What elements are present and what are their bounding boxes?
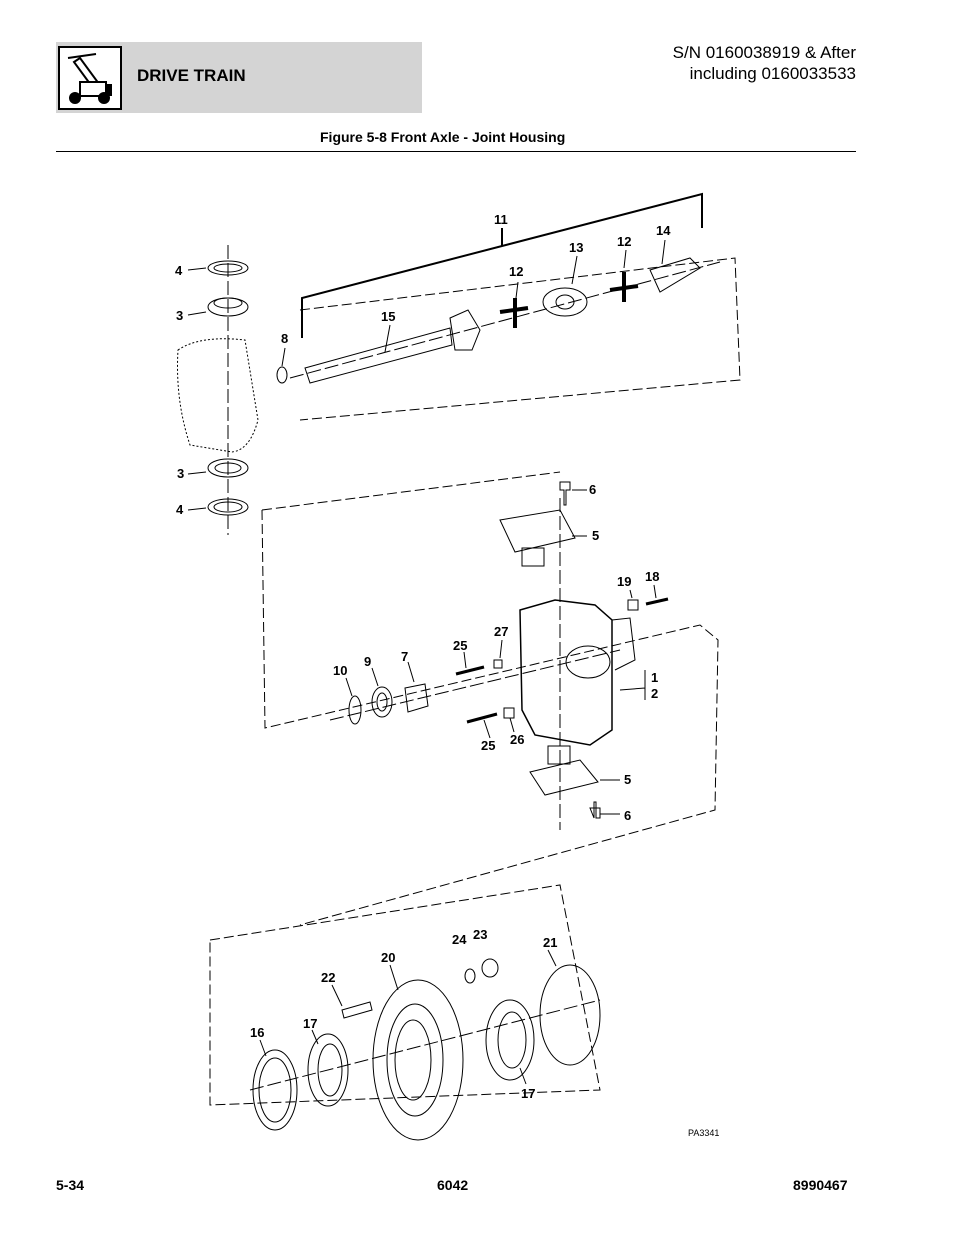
callout-8: 8 bbox=[281, 331, 288, 346]
callout-13: 13 bbox=[569, 240, 583, 255]
kingpin-cap-bottom-5 bbox=[529, 759, 599, 796]
bolt-6-top bbox=[559, 481, 571, 506]
header-rule bbox=[56, 151, 856, 152]
seal-4-top bbox=[207, 260, 249, 276]
callout-22: 22 bbox=[321, 970, 335, 985]
callout-17-left: 17 bbox=[303, 1016, 317, 1031]
axle-shaft-15 bbox=[304, 327, 453, 384]
callout-25-bottom: 25 bbox=[481, 738, 495, 753]
callout-4-bottom: 4 bbox=[176, 502, 184, 517]
callout-6-bottom: 6 bbox=[624, 808, 631, 823]
bushing-26 bbox=[503, 707, 515, 719]
page-number: 5-34 bbox=[56, 1177, 85, 1193]
screw-18 bbox=[645, 597, 669, 606]
housing-group-outline-top bbox=[261, 471, 561, 511]
callout-4-top: 4 bbox=[175, 263, 183, 278]
callout-23: 23 bbox=[473, 927, 487, 942]
bushing-7 bbox=[404, 683, 429, 713]
image-id: PA3341 bbox=[688, 1128, 719, 1138]
seal-16 bbox=[252, 1049, 298, 1131]
knuckle-outline bbox=[177, 338, 259, 453]
serial-line-1: S/N 0160038919 & After bbox=[672, 43, 856, 62]
serial-range: S/N 0160038919 & After including 0160033… bbox=[673, 42, 856, 84]
callout-12-left: 12 bbox=[509, 264, 523, 279]
bearing-17-right bbox=[485, 999, 535, 1081]
callout-5-bottom: 5 bbox=[624, 772, 631, 787]
seal-4-bottom bbox=[207, 498, 249, 516]
callout-14: 14 bbox=[656, 223, 671, 238]
callout-5-top: 5 bbox=[592, 528, 599, 543]
callout-17-right: 17 bbox=[521, 1086, 535, 1101]
callout-6-top: 6 bbox=[589, 482, 596, 497]
callout-9: 9 bbox=[364, 654, 371, 669]
center-yoke-13 bbox=[542, 287, 588, 317]
callout-10: 10 bbox=[333, 663, 347, 678]
bearing-3-bottom bbox=[207, 458, 249, 478]
joint-housing-1 bbox=[519, 599, 613, 746]
washer-24 bbox=[464, 968, 476, 984]
bolt-6-bottom bbox=[589, 801, 601, 819]
callout-18: 18 bbox=[645, 569, 659, 584]
callout-3-bottom: 3 bbox=[177, 466, 184, 481]
callout-11: 11 bbox=[494, 212, 508, 227]
section-title: DRIVE TRAIN bbox=[137, 66, 246, 85]
callout-20: 20 bbox=[381, 950, 395, 965]
model-number: 6042 bbox=[437, 1177, 469, 1193]
callout-27: 27 bbox=[494, 624, 508, 639]
snap-ring-8 bbox=[276, 366, 288, 384]
stud-22 bbox=[341, 1001, 373, 1019]
callout-2: 2 bbox=[651, 686, 658, 701]
serial-line-2: including 0160033533 bbox=[689, 64, 856, 83]
cross-12-right bbox=[609, 272, 639, 302]
callout-3-top: 3 bbox=[176, 308, 183, 323]
callout-12-right: 12 bbox=[617, 234, 631, 249]
bearing-17-left bbox=[307, 1033, 349, 1107]
callout-21: 21 bbox=[543, 935, 557, 950]
nut-23 bbox=[481, 958, 499, 978]
callout-24: 24 bbox=[452, 932, 467, 947]
wheel-hub-20 bbox=[372, 979, 464, 1141]
callout-16: 16 bbox=[250, 1025, 264, 1040]
cross-12-left bbox=[499, 298, 529, 328]
outer-yoke-14 bbox=[649, 257, 701, 293]
callout-15: 15 bbox=[381, 309, 395, 324]
snap-ring-10 bbox=[348, 695, 362, 725]
hub-axis-line bbox=[249, 999, 601, 1091]
nut-27 bbox=[493, 659, 503, 669]
hub-group-outline bbox=[209, 884, 601, 1106]
kingpin-cap-top-5 bbox=[499, 509, 576, 553]
callout-1: 1 bbox=[651, 670, 658, 685]
screw-25-top bbox=[455, 665, 485, 676]
seal-9 bbox=[371, 686, 393, 718]
callout-26: 26 bbox=[510, 732, 524, 747]
o-ring-21 bbox=[539, 964, 601, 1066]
telehandler-icon bbox=[58, 46, 122, 110]
callout-7: 7 bbox=[401, 649, 408, 664]
shaft-axis-line bbox=[289, 261, 721, 379]
callout-25-top: 25 bbox=[453, 638, 467, 653]
screw-25-bottom bbox=[466, 712, 498, 724]
pin-19 bbox=[627, 599, 639, 611]
figure-title: Figure 5-8 Front Axle - Joint Housing bbox=[320, 129, 566, 145]
housing-group-outline bbox=[261, 509, 719, 926]
manual-number: 8990467 bbox=[793, 1177, 848, 1193]
callout-19: 19 bbox=[617, 574, 631, 589]
